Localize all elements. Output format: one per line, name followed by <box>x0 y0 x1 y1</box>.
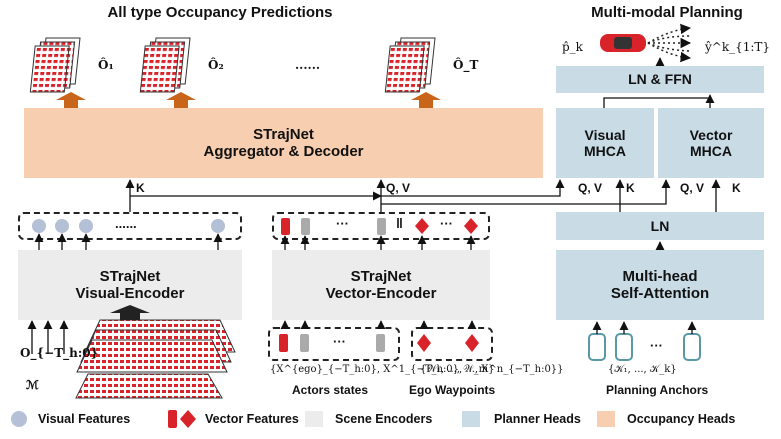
car-icon <box>600 34 646 52</box>
aggregator-line2: Aggregator & Decoder <box>203 143 364 160</box>
planning-trajectory: ŷ^k_{1:T} <box>705 40 771 54</box>
output-arrows <box>56 92 441 108</box>
occupancy-output-1: Ô₁ <box>98 58 114 72</box>
vector-token-ellipsis: ··· <box>336 216 349 231</box>
occupancy-stack-2 <box>139 37 191 93</box>
waypoints-caption: Ego Waypoints <box>409 383 496 397</box>
legend: Visual Features Vector Features Scene En… <box>0 404 781 439</box>
actor-input-marks <box>279 334 385 352</box>
legend-visual-features: Visual Features <box>38 412 131 426</box>
legend-scene-encoders: Scene Encoders <box>335 412 433 426</box>
actors-caption: Actors states <box>292 383 369 397</box>
occupancy-output-2: Ô₂ <box>208 58 224 72</box>
actors-input-row <box>268 327 400 361</box>
aggregator-decoder-block: STrajNet Aggregator & Decoder <box>24 108 543 178</box>
visual-mhca-block: Visual MHCA <box>556 108 654 178</box>
visual-encoder-line1: STrajNet <box>99 267 161 285</box>
anchors-caption: Planning Anchors <box>606 383 709 397</box>
planning-anchor-boxes <box>588 333 701 361</box>
planning-title: Multi-modal Planning <box>591 4 743 21</box>
visual-token-circles <box>32 219 225 233</box>
legend-icons <box>11 410 615 428</box>
vector-mhca-block: Vector MHCA <box>658 108 764 178</box>
map-label: ℳ <box>26 378 39 392</box>
waypoint-token-ellipsis: ··· <box>440 216 453 231</box>
qv-label-aggregator: Q, V <box>386 181 411 195</box>
connector-arrows <box>27 57 721 354</box>
vector-mhca-line1: Vector <box>689 126 733 143</box>
actors-math: {X^{ego}_{−T_h:0}, X^1_{−T_h:0}, ..., X^… <box>270 364 564 375</box>
self-attention-line1: Multi-head <box>622 267 698 285</box>
qv-label-vector: Q, V <box>680 181 705 195</box>
vector-encoder-line2: Vector-Encoder <box>325 285 437 302</box>
legend-occupancy-heads: Occupancy Heads <box>627 412 736 426</box>
self-attention-line2: Self-Attention <box>610 285 710 302</box>
ln-ffn-block: LN & FFN <box>556 66 764 93</box>
visual-token-ellipsis: ...... <box>115 216 137 231</box>
actor-input-ellipsis: ··· <box>333 334 346 349</box>
occupancy-stack-1 <box>29 37 81 93</box>
k-label-aggregator: K <box>136 181 145 195</box>
vector-encoder-line1: STrajNet <box>350 267 412 285</box>
vector-encoder-block: STrajNet Vector-Encoder <box>272 250 490 320</box>
visual-tokens-row <box>18 212 242 240</box>
legend-vector-features: Vector Features <box>205 412 299 426</box>
vector-mhca-line2: MHCA <box>690 143 732 159</box>
history-occupancy-label: O_{−T_h:0} <box>20 346 99 360</box>
self-attention-block: Multi-head Self-Attention <box>556 250 764 320</box>
occupancy-stack-3 <box>384 37 436 93</box>
occupancy-ellipsis: ...... <box>295 58 321 72</box>
history-occupancy-stack <box>75 319 236 399</box>
occupancy-title: All type Occupancy Predictions <box>107 4 333 21</box>
planning-score: p̂_k <box>562 40 583 54</box>
k-label-vector: K <box>732 181 741 195</box>
occupancy-output-T: Ô_T <box>453 58 479 72</box>
waypoints-input-row <box>411 327 493 361</box>
anchors-math: {𝒦₁, ..., 𝒦_k} <box>608 364 677 375</box>
ln-block: LN <box>556 212 764 240</box>
history-up-arrow <box>110 305 150 320</box>
trajectory-fan <box>647 23 692 63</box>
visual-mhca-line1: Visual <box>584 126 626 143</box>
vector-token-marks <box>281 218 478 235</box>
k-label-visual: K <box>626 181 635 195</box>
visual-encoder-line2: Visual-Encoder <box>75 285 185 302</box>
vector-token-separator: ‖ <box>396 215 403 231</box>
waypoint-input-marks <box>417 334 479 352</box>
legend-planner-heads: Planner Heads <box>494 412 581 426</box>
qv-label-visual: Q, V <box>578 181 603 195</box>
visual-mhca-line2: MHCA <box>584 143 626 159</box>
aggregator-line1: STrajNet <box>253 125 314 143</box>
waypoints-math: {𝒲₁, ..., 𝒲_m} <box>420 364 495 375</box>
anchor-ellipsis: ··· <box>650 338 663 353</box>
